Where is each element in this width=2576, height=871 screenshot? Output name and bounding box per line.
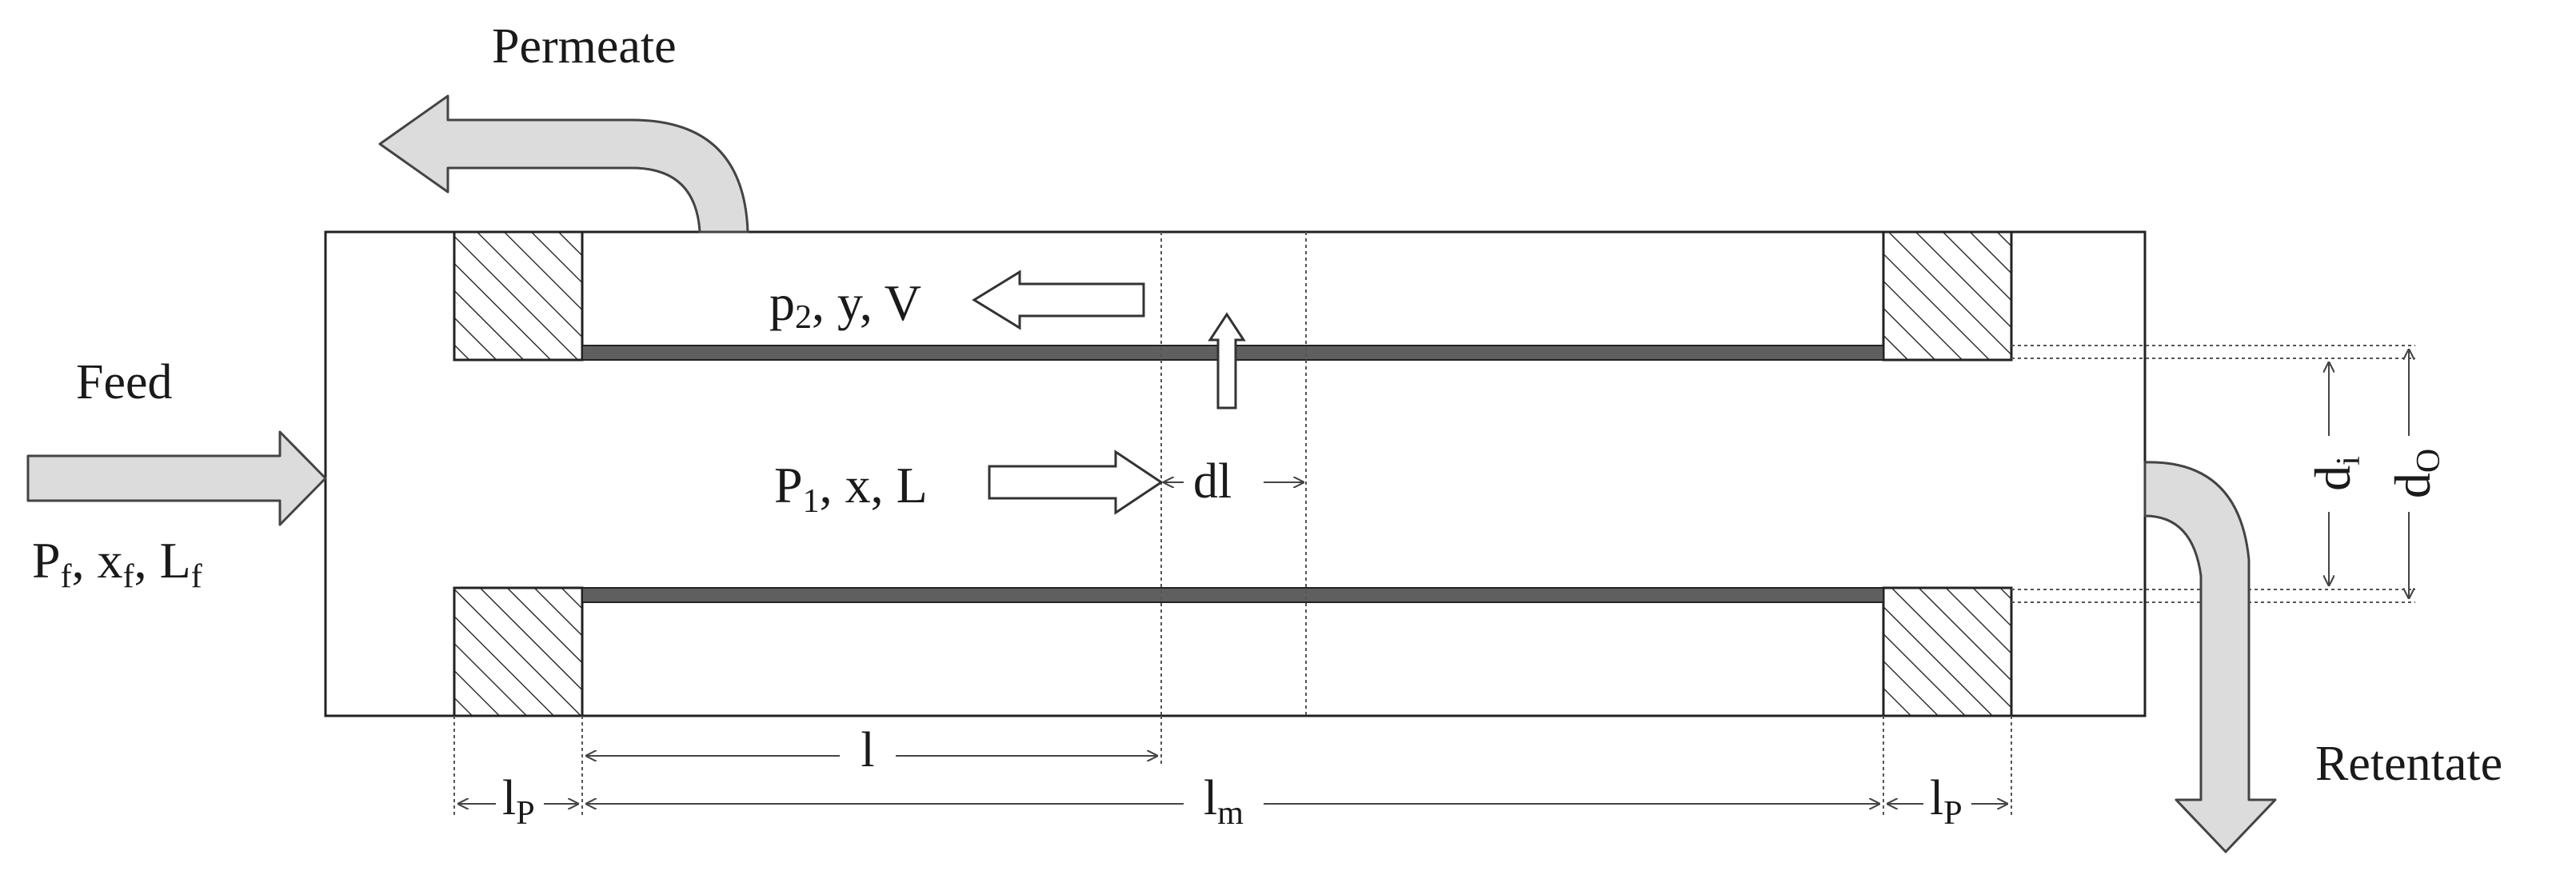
lp-right-subscript: P: [1943, 795, 1962, 832]
feed-arrow: [26, 430, 327, 526]
do-letter: d: [2384, 473, 2441, 498]
di-subscript: i: [2330, 456, 2367, 465]
feed-pressure-sub: f: [61, 558, 72, 595]
dl-label: dl: [1193, 454, 1232, 509]
potting-top-right: [1882, 230, 2013, 362]
lm-subscript: m: [1217, 795, 1244, 832]
l-label: l: [861, 723, 874, 777]
lm-label: lm: [1204, 771, 1244, 832]
feed-flow: L: [160, 532, 191, 589]
feed-flow-sub: f: [191, 558, 202, 595]
feed-flow-arrow: [988, 449, 1164, 515]
lp-right-letter: l: [1930, 771, 1943, 825]
lp-right-label: lP: [1930, 771, 1963, 832]
feed-conditions-label: Pf, xf, Lf: [32, 532, 202, 595]
permeate-label: Permeate: [492, 19, 677, 74]
feed-pressure: P: [32, 532, 61, 589]
do-label: dO: [2384, 449, 2447, 498]
feed-side-pressure-sub: 1: [803, 483, 820, 520]
potting-top-left: [453, 230, 584, 362]
do-subscript: O: [2410, 449, 2447, 473]
retentate-label: Retentate: [2315, 737, 2502, 791]
module-shell: [324, 230, 2147, 717]
permeate-pressure-sub: 2: [795, 299, 812, 336]
lp-left-letter: l: [502, 771, 516, 825]
permeate-arrow: [378, 94, 749, 234]
di-letter: d: [2304, 465, 2361, 491]
feed-side-pressure: P: [774, 457, 803, 513]
flux-arrow: [1208, 312, 1246, 410]
permeate-side-rest: , y, V: [812, 274, 921, 331]
lp-left-label: lP: [502, 771, 535, 832]
lp-left-subscript: P: [516, 795, 534, 832]
permeate-side-label: p2, y, V: [769, 274, 921, 336]
feed-side-label: P1, x, L: [774, 457, 928, 520]
potting-bottom-left: [453, 586, 584, 717]
potting-bottom-right: [1882, 586, 2013, 717]
permeate-pressure: p: [769, 274, 795, 331]
feed-label: Feed: [76, 355, 173, 410]
membrane-bottom: [581, 587, 1884, 603]
retentate-arrow: [2143, 461, 2277, 853]
di-label: di: [2304, 456, 2367, 491]
permeate-flow-arrow: [972, 270, 1145, 330]
lm-letter: l: [1204, 771, 1217, 825]
feed-composition-sub: f: [123, 558, 134, 595]
feed-composition: x: [98, 532, 123, 589]
feed-side-rest: , x, L: [820, 457, 928, 513]
